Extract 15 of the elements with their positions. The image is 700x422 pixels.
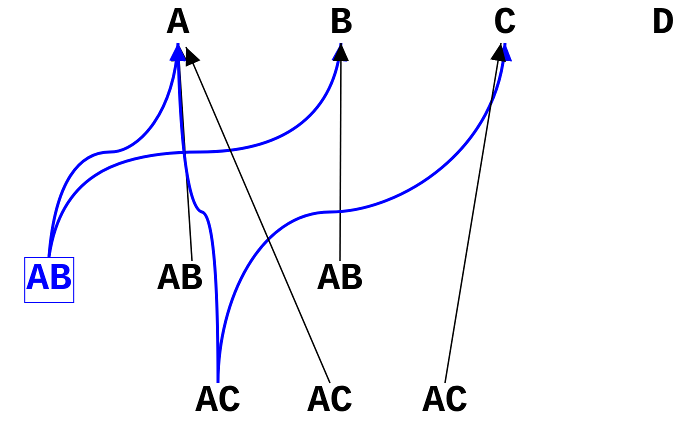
arrow	[185, 46, 331, 384]
node-label: AC	[422, 383, 468, 421]
node-label: AC	[195, 383, 241, 421]
node-label: AB	[317, 261, 363, 299]
arrow	[444, 42, 506, 384]
arrow	[48, 42, 346, 258]
node-label: AC	[307, 383, 353, 421]
arrow	[216, 42, 511, 384]
node-label: A	[166, 5, 190, 43]
node-label: AB	[157, 261, 203, 299]
highlighted-label-box: AB	[24, 257, 74, 303]
node-label: D	[652, 5, 674, 43]
arrow	[332, 43, 349, 261]
node-label: C	[494, 5, 516, 43]
node-label: B	[330, 5, 352, 43]
